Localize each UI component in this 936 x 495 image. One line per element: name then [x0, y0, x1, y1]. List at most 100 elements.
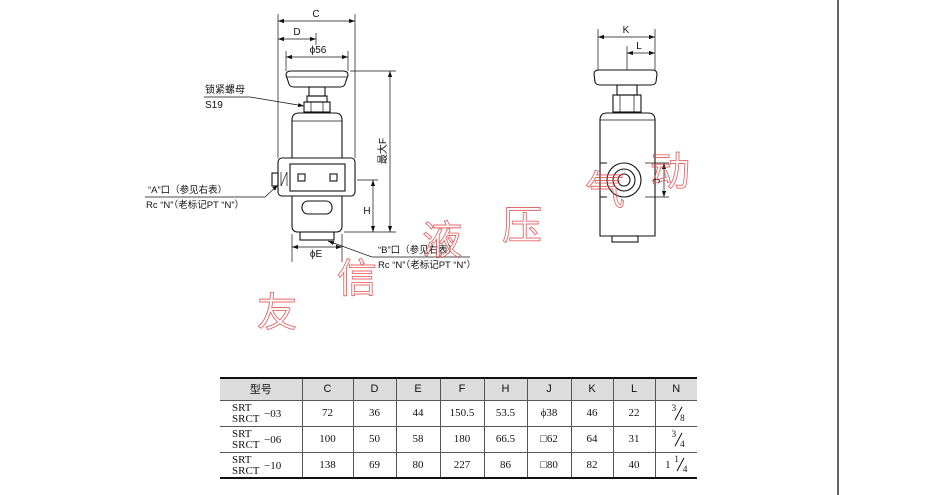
cell-d: 69	[352, 452, 396, 478]
cell-k: 46	[570, 400, 613, 426]
cell-f: 227	[439, 452, 484, 478]
lock-nut-leader	[204, 96, 305, 108]
side-port-bore	[617, 173, 631, 187]
recess-hole-right	[329, 173, 338, 182]
dim-l-label: L	[636, 41, 642, 52]
port-b-slot	[301, 200, 333, 215]
model-size: −06	[264, 433, 282, 446]
cell-k: 64	[570, 426, 613, 452]
cell-c: 100	[301, 426, 353, 452]
n-numerator: 3	[671, 402, 677, 413]
cell-l: 22	[612, 400, 655, 426]
dim-k-label: K	[623, 25, 630, 36]
model-series: SRT SRCT	[232, 402, 260, 425]
model-series-srct: SRCT	[232, 438, 260, 451]
n-whole: 1	[665, 458, 671, 471]
model-series-srct: SRCT	[232, 464, 260, 477]
cell-c: 138	[301, 452, 353, 478]
cell-h: 66.5	[483, 426, 527, 452]
cell-l: 40	[612, 452, 655, 478]
cell-n: 1 1 4	[654, 452, 697, 478]
upper-nut	[306, 95, 328, 103]
watermark-char: 信	[337, 256, 377, 302]
model-series-srct: SRCT	[232, 412, 260, 425]
model-series-srt: SRT	[232, 427, 252, 440]
port-a-leader	[145, 184, 279, 198]
dim-h-label: H	[363, 206, 370, 217]
model-series-srt: SRT	[232, 453, 252, 466]
watermark: 友 信 液 压 气 动	[257, 149, 691, 337]
table-header-row: 型号 C D E F H J K L N	[220, 377, 697, 401]
valve-stem	[308, 86, 326, 97]
cell-k: 82	[570, 452, 613, 478]
dimension-table: 型号 C D E F H J K L N SRT SRCT −03 72 36 …	[220, 377, 697, 479]
watermark-char: 动	[650, 149, 690, 195]
cell-h: 53.5	[483, 400, 527, 426]
port-a-mark	[280, 171, 288, 187]
header-f: F	[439, 377, 484, 401]
n-fraction: 3 8	[671, 402, 685, 423]
side-body	[599, 112, 656, 237]
cell-d: 50	[352, 426, 396, 452]
header-model: 型号	[220, 377, 302, 401]
model-series: SRT SRCT	[232, 427, 260, 451]
n-numerator: 3	[671, 428, 677, 439]
dim-phi-e-label: ϕE	[310, 249, 323, 260]
header-j: J	[526, 377, 571, 401]
model-size: −03	[264, 407, 282, 420]
port-b-boss	[299, 231, 335, 241]
side-valve-stem	[616, 84, 638, 96]
body-recess	[289, 163, 346, 192]
watermark-char: 液	[422, 218, 462, 264]
table-row: SRT SRCT −03 72 36 44 150.5 53.5 ϕ38 46 …	[220, 400, 697, 426]
cell-d: 36	[352, 400, 396, 426]
port-a-boss	[271, 172, 279, 187]
cell-l: 31	[612, 426, 655, 452]
side-lock-nut	[612, 94, 642, 113]
header-c: C	[301, 377, 353, 401]
model-cell: SRT SRCT −06	[220, 426, 302, 452]
header-h: H	[483, 377, 527, 401]
model-size: −10	[264, 459, 282, 472]
dim-j-label: J	[652, 179, 663, 184]
dim-d-label: D	[293, 27, 300, 38]
side-port-boss-outline	[600, 162, 607, 198]
n-fraction: 1 4	[674, 455, 688, 475]
lock-nut	[303, 101, 331, 113]
side-port-boss	[606, 162, 642, 198]
table-row: SRT SRCT −06 100 50 58 180 66.5 □62 64 3…	[220, 426, 697, 452]
n-fraction: 3 4	[671, 428, 685, 449]
watermark-char: 友	[257, 290, 297, 336]
dim-c-label: C	[312, 9, 319, 20]
model-series: SRT SRCT	[232, 453, 260, 477]
table-row: SRT SRCT −10 138 69 80 227 86 □80 82 40 …	[220, 452, 697, 478]
header-l: L	[612, 377, 655, 401]
n-denominator: 4	[682, 464, 688, 475]
body-upper	[291, 112, 343, 158]
side-port-ring	[612, 168, 636, 192]
cell-e: 80	[395, 452, 440, 478]
side-view: K L J	[593, 25, 669, 243]
port-b-label: “B”口（参见右表）	[378, 244, 457, 256]
lock-nut-label: 锁紧螺母	[205, 83, 245, 96]
side-bottom-boss	[611, 235, 639, 243]
watermark-char: 气	[585, 168, 625, 214]
header-n: N	[654, 377, 697, 401]
model-cell: SRT SRCT −03	[220, 400, 302, 426]
model-cell: SRT SRCT −10	[220, 452, 302, 478]
cell-n: 3 8	[654, 400, 697, 426]
port-b-thread: Rc “N”（老标记PT “N”）	[378, 259, 476, 271]
port-a-label: “A”口（参见右表）	[148, 184, 227, 196]
n-denominator: 8	[680, 412, 685, 423]
port-b-leader	[327, 240, 470, 258]
lock-nut-size: S19	[205, 100, 223, 111]
cell-f: 150.5	[439, 400, 484, 426]
front-view: C D ϕ56 最大F H ϕE 锁紧螺母	[145, 9, 476, 271]
header-e: E	[395, 377, 440, 401]
cell-h: 86	[483, 452, 527, 478]
port-a-thread: Rc “N”（老标记PT “N”）	[146, 199, 244, 211]
n-denominator: 4	[680, 438, 685, 449]
recess-hole-left	[297, 173, 306, 182]
cell-e: 58	[395, 426, 440, 452]
